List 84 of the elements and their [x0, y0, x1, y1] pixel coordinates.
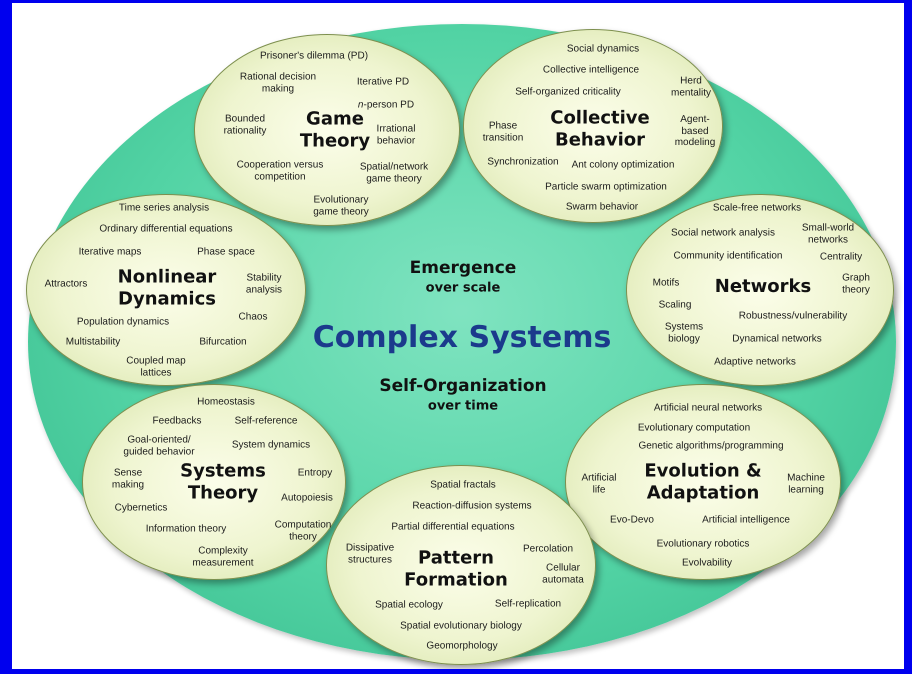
- topic-item: Robustness/vulnerability: [738, 310, 848, 322]
- topic-item: Prisoner's dilemma (PD): [260, 50, 368, 62]
- topic-item: Dissipative structures: [344, 542, 396, 566]
- center-sublabel: over time: [428, 400, 498, 414]
- topic-item: Synchronization: [487, 156, 559, 168]
- topic-item: Entropy: [298, 467, 332, 479]
- center-label: Self-Organization: [379, 377, 547, 397]
- topic-item: Evolutionary computation: [638, 422, 750, 434]
- topic-item: Adaptive networks: [714, 356, 796, 368]
- topic-item: Ant colony optimization: [572, 159, 674, 171]
- topic-item: Graph theory: [841, 272, 871, 296]
- topic-heading: Nonlinear Dynamics: [116, 266, 218, 310]
- topic-item: Evolvability: [682, 557, 732, 569]
- topic-item: Multistability: [66, 336, 120, 348]
- topic-item: Rational decision making: [238, 72, 318, 94]
- topic-item: Centrality: [820, 251, 862, 263]
- topic-heading: Networks: [714, 276, 812, 298]
- topic-item: Agent-based modeling: [674, 114, 716, 148]
- topic-item: Cybernetics: [114, 502, 168, 514]
- topic-item: n-person PD: [358, 99, 414, 111]
- center-label: Emergence: [410, 259, 516, 279]
- topic-item: Computation theory: [274, 520, 332, 542]
- topic-item: Spatial/network game theory: [358, 162, 430, 184]
- topic-item: Evolutionary robotics: [656, 538, 750, 550]
- topic-item: Evo-Devo: [610, 514, 654, 526]
- topic-item: Attractors: [44, 278, 88, 290]
- topic-heading: Pattern Formation: [403, 547, 509, 591]
- center-sublabel: over scale: [426, 282, 500, 296]
- topic-item: Irrational behavior: [376, 124, 416, 146]
- topic-heading: Collective Behavior: [549, 107, 651, 151]
- topic-item: Percolation: [522, 543, 574, 555]
- topic-item: Chaos: [238, 311, 268, 323]
- topic-item: Iterative PD: [356, 76, 410, 88]
- topic-item: Artificial neural networks: [654, 402, 762, 414]
- topic-item: Social dynamics: [566, 43, 640, 55]
- topic-item: Goal-oriented/ guided behavior: [122, 434, 196, 458]
- topic-item: Autopoiesis: [281, 492, 333, 504]
- topic-item: Community identification: [674, 250, 782, 262]
- topic-item: Reaction-diffusion systems: [412, 500, 532, 512]
- topic-item: Partial differential equations: [391, 521, 515, 533]
- topic-item: Genetic algorithms/programming: [638, 440, 784, 452]
- topic-item: Complexity measurement: [191, 546, 255, 568]
- topic-item: Herd mentality: [670, 76, 712, 98]
- topic-item: Spatial fractals: [430, 479, 496, 491]
- topic-item: Motifs: [652, 277, 680, 289]
- topic-item: Swarm behavior: [566, 201, 638, 213]
- topic-item: Coupled map lattices: [125, 356, 187, 378]
- topic-item: Bounded rationality: [222, 114, 268, 136]
- topic-item: Artificial life: [580, 472, 618, 496]
- topic-item: Cooperation versus competition: [236, 160, 324, 182]
- topic-item: Bifurcation: [199, 336, 247, 348]
- topic-item: Stability analysis: [244, 272, 284, 296]
- topic-item: Particle swarm optimization: [545, 181, 667, 193]
- topic-item: Spatial evolutionary biology: [400, 620, 522, 632]
- topic-item: Phase space: [197, 246, 255, 258]
- topic-item: Self-reference: [234, 415, 298, 427]
- topic-item: Time series analysis: [118, 202, 210, 214]
- topic-item: Information theory: [146, 523, 226, 535]
- topic-item: Collective intelligence: [542, 64, 640, 76]
- topic-item: Self-replication: [494, 598, 562, 610]
- topic-item: Small-world networks: [800, 222, 856, 246]
- topic-item: Scale-free networks: [712, 202, 802, 214]
- main-title: Complex Systems: [312, 320, 612, 356]
- topic-item: Social network analysis: [671, 227, 775, 239]
- topic-item: Population dynamics: [76, 316, 170, 328]
- topic-heading: Evolution & Adaptation: [643, 460, 763, 504]
- topic-item: Geomorphology: [426, 640, 498, 652]
- topic-item: Iterative maps: [78, 246, 142, 258]
- topic-item: Cellular automata: [541, 562, 585, 586]
- topic-item: Feedbacks: [152, 415, 202, 427]
- topic-item: Dynamical networks: [732, 333, 822, 345]
- topic-item: Evolutionary game theory: [312, 194, 370, 218]
- topic-item: Phase transition: [482, 120, 524, 144]
- topic-heading: Systems Theory: [179, 460, 267, 504]
- topic-item: System dynamics: [232, 439, 310, 451]
- topic-item: Sense making: [110, 468, 146, 490]
- topic-item: Spatial ecology: [375, 599, 443, 611]
- topic-item: Scaling: [658, 299, 692, 311]
- topic-item: Homeostasis: [197, 396, 255, 408]
- topic-item: Ordinary differential equations: [99, 223, 233, 235]
- topic-item: Artificial intelligence: [702, 514, 790, 526]
- topic-item: Systems biology: [664, 322, 704, 344]
- topic-item: Self-organized criticality: [515, 86, 621, 98]
- topic-item: Machine learning: [786, 472, 826, 496]
